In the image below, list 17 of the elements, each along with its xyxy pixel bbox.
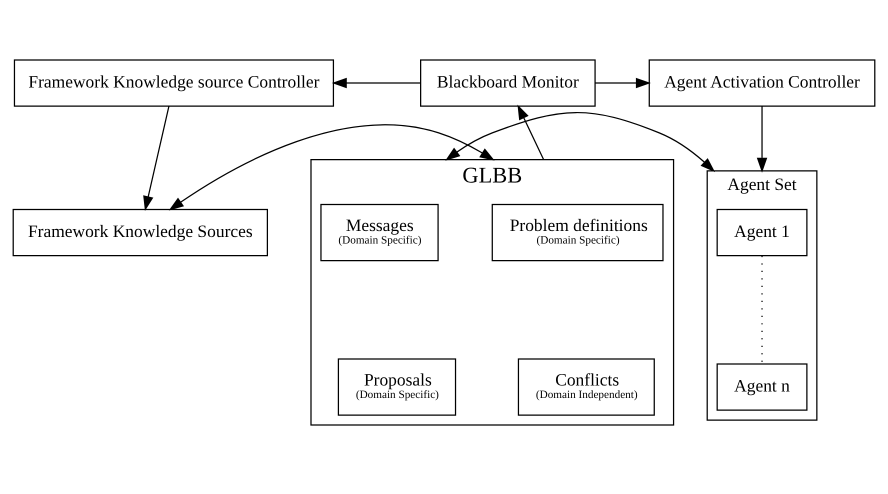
node-box: Messages (Domain Specific) xyxy=(320,203,439,261)
node-box: Framework Knowledge source Controller xyxy=(14,58,334,106)
node-box: Proposals (Domain Specific) xyxy=(338,358,456,416)
arrow xyxy=(595,77,651,88)
arrow xyxy=(332,77,420,88)
node-box: Problem definitions (Domain Specific) xyxy=(492,203,664,261)
node-box: Agent Activation Controller xyxy=(648,58,876,106)
node-box: Framework Knowledge Sources xyxy=(12,208,268,256)
arrow xyxy=(168,124,495,210)
arrow xyxy=(517,104,544,160)
node-box: Agent n xyxy=(716,362,808,410)
arrow xyxy=(445,111,716,172)
arrow xyxy=(143,106,170,210)
node-box: Blackboard Monitor xyxy=(420,58,596,106)
arrow xyxy=(756,106,768,172)
node-box: Conflicts (Domain Independent) xyxy=(518,358,655,416)
node-box: Agent 1 xyxy=(716,208,808,256)
